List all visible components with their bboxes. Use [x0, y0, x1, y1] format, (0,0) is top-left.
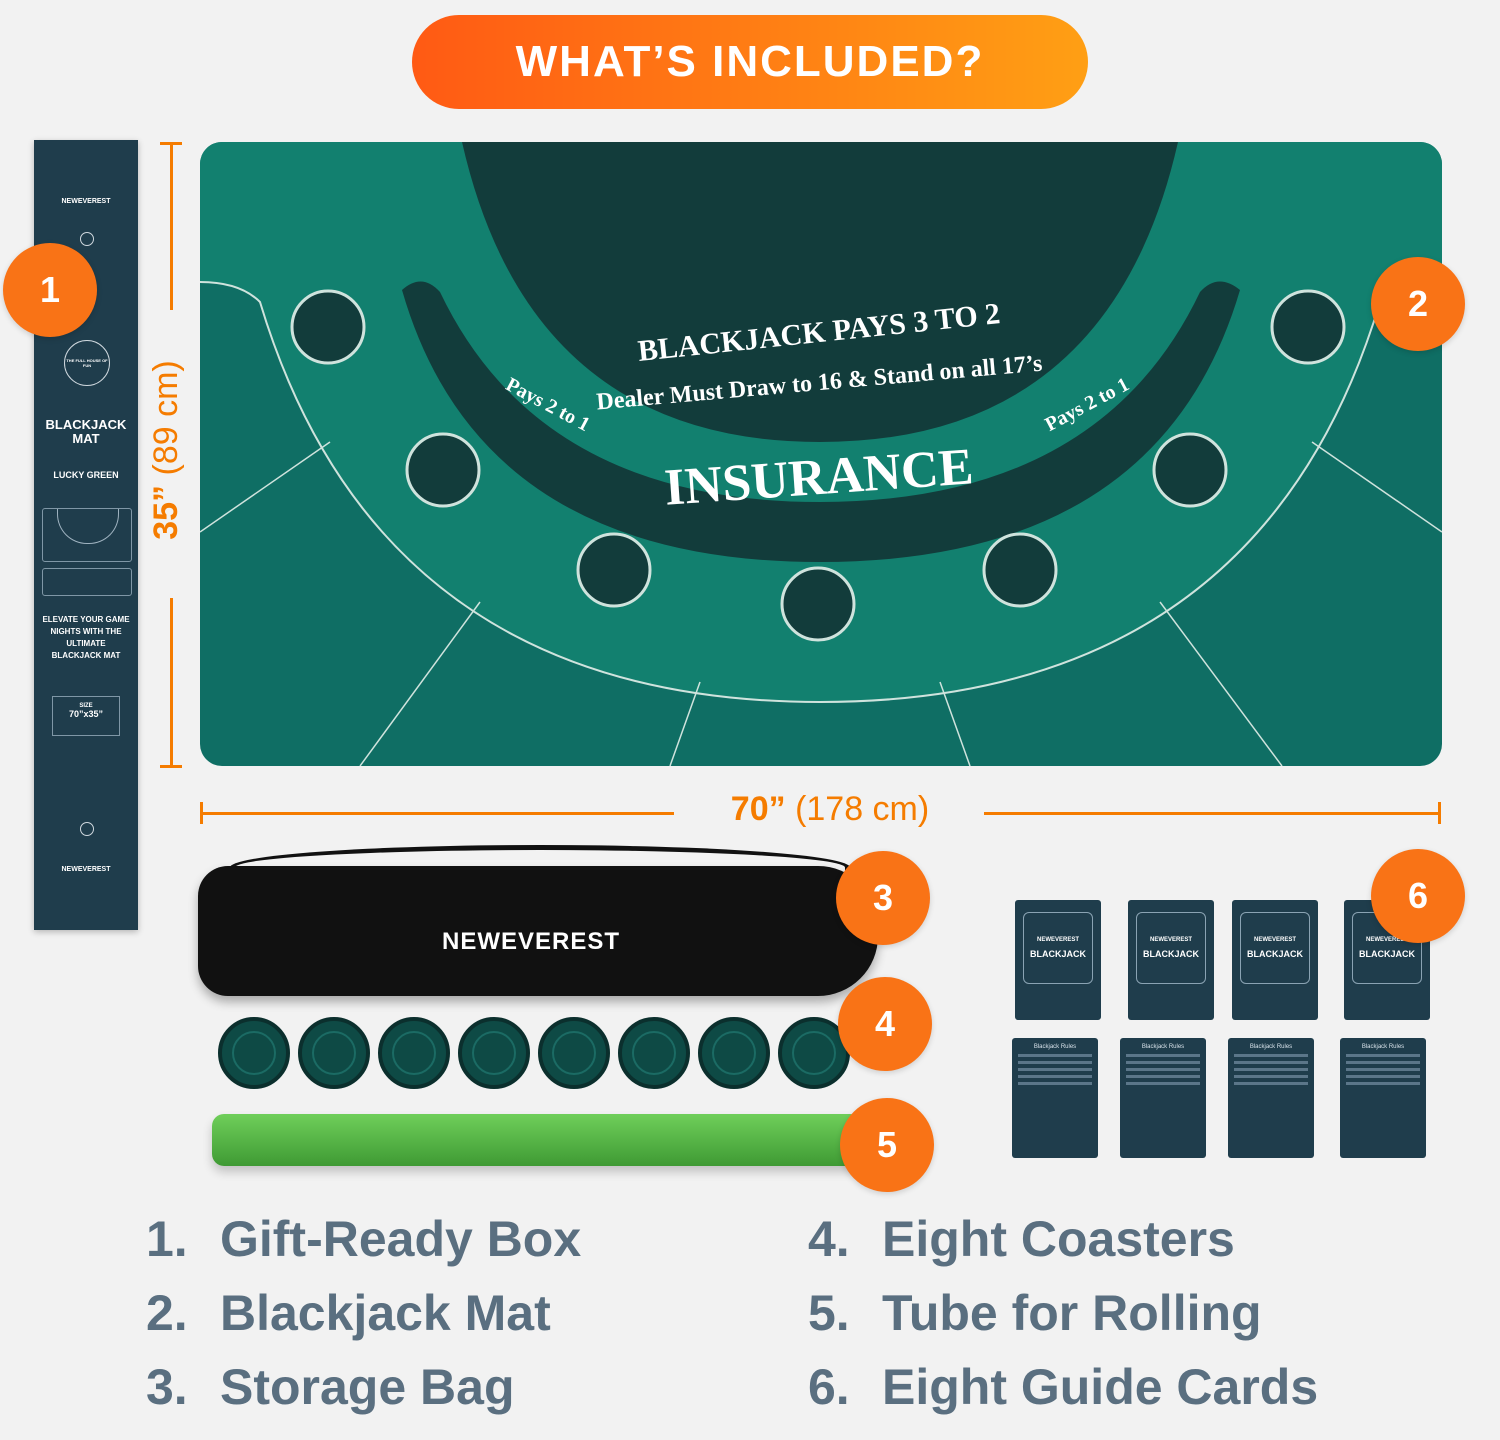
badge-6: 6 — [1371, 849, 1465, 943]
list-item-label: Eight Coasters — [882, 1211, 1235, 1267]
height-tick-bottom — [160, 765, 182, 768]
badge-1: 1 — [3, 243, 97, 337]
coaster — [698, 1017, 770, 1089]
list-item-number: 2. — [146, 1285, 188, 1341]
width-line-left — [200, 812, 674, 815]
height-main: 35” — [147, 484, 185, 540]
rules-card-title: Blackjack Rules — [1361, 1044, 1405, 1050]
rules-card-title: Blackjack Rules — [1141, 1044, 1185, 1050]
box-bag-thumbnail — [42, 568, 132, 596]
height-line-top — [170, 142, 173, 310]
coaster — [218, 1017, 290, 1089]
rules-card: Blackjack Rules — [1120, 1038, 1206, 1158]
blackjack-mat: BLACKJACK PAYS 3 TO 2 Dealer Must Draw t… — [200, 142, 1442, 766]
list-item-number: 1. — [146, 1211, 188, 1267]
box-brand: NEWEVEREST — [61, 198, 111, 205]
width-main: 70” — [730, 790, 786, 828]
card-label: BLACKJACK — [1143, 949, 1199, 959]
rules-card-title: Blackjack Rules — [1249, 1044, 1293, 1050]
box-brand-bottom: NEWEVEREST — [61, 866, 111, 873]
list-item: 4. Eight Coasters — [808, 1210, 1235, 1268]
card-brand: NEWEVEREST — [1253, 937, 1296, 943]
badge-3: 3 — [836, 851, 930, 945]
list-item-number: 3. — [146, 1359, 188, 1415]
badge-5: 5 — [840, 1098, 934, 1192]
list-item-label: Tube for Rolling — [882, 1285, 1262, 1341]
box-title: BLACKJACK MAT — [45, 417, 127, 446]
list-item-number: 4. — [808, 1211, 850, 1267]
list-item-label: Gift-Ready Box — [220, 1211, 582, 1267]
height-label: 35” (89 cm) — [147, 280, 187, 620]
box-size-panel: SIZE 70”x35” — [52, 696, 120, 736]
compass-icon-bottom — [80, 822, 94, 836]
rules-card: Blackjack Rules — [1228, 1038, 1314, 1158]
list-item-label: Storage Bag — [220, 1359, 515, 1415]
card-brand: NEWEVEREST — [1365, 937, 1408, 943]
card-brand: NEWEVEREST — [1149, 937, 1192, 943]
list-item: 5. Tube for Rolling — [808, 1284, 1262, 1342]
list-item: 3. Storage Bag — [146, 1358, 515, 1416]
rules-card: Blackjack Rules — [1012, 1038, 1098, 1158]
compass-icon — [80, 232, 94, 246]
badge-2: 2 — [1371, 257, 1465, 351]
width-metric: (178 cm) — [795, 790, 930, 828]
guide-card: NEWEVEREST BLACKJACK — [1015, 900, 1101, 1020]
height-tick-top — [160, 142, 182, 145]
height-line-bottom — [170, 598, 173, 766]
coaster — [378, 1017, 450, 1089]
list-item-number: 6. — [808, 1359, 850, 1415]
box-subtitle: LUCKY GREEN — [53, 470, 119, 480]
header-pill: WHAT’S INCLUDED? — [412, 15, 1088, 109]
card-label: BLACKJACK — [1247, 949, 1303, 959]
box-size-label: SIZE — [79, 703, 93, 709]
list-item: 6. Eight Guide Cards — [808, 1358, 1318, 1416]
coaster — [298, 1017, 370, 1089]
list-item-number: 5. — [808, 1285, 850, 1341]
box-tagline: ELEVATE YOUR GAME NIGHTS WITH THE ULTIMA… — [42, 615, 130, 660]
box-seal: THE FULL HOUSE OF FUN — [64, 340, 110, 386]
rules-card: Blackjack Rules — [1340, 1038, 1426, 1158]
width-tick-right — [1438, 802, 1441, 824]
list-item-label: Eight Guide Cards — [882, 1359, 1319, 1415]
height-metric: (89 cm) — [147, 360, 185, 476]
coaster — [538, 1017, 610, 1089]
badge-4: 4 — [838, 977, 932, 1071]
coaster — [458, 1017, 530, 1089]
rolling-tube — [212, 1114, 862, 1166]
list-item-label: Blackjack Mat — [220, 1285, 551, 1341]
card-label: BLACKJACK — [1030, 949, 1086, 959]
box-mat-thumbnail — [42, 508, 132, 562]
guide-card: NEWEVEREST BLACKJACK — [1128, 900, 1214, 1020]
rules-card-title: Blackjack Rules — [1033, 1044, 1077, 1050]
bag-strap — [230, 845, 850, 890]
box-size-value: 70”x35” — [68, 709, 104, 719]
guide-card: NEWEVEREST BLACKJACK — [1232, 900, 1318, 1020]
card-label: BLACKJACK — [1359, 949, 1415, 959]
card-brand: NEWEVEREST — [1036, 937, 1079, 943]
coaster — [618, 1017, 690, 1089]
bag-brand: NEWEVEREST — [442, 928, 621, 955]
betting-circles — [290, 289, 1346, 642]
width-tick-left — [200, 802, 203, 824]
width-line-right — [984, 812, 1440, 815]
width-label: 70” (178 cm) — [680, 790, 980, 829]
list-item: 2. Blackjack Mat — [146, 1284, 551, 1342]
list-item: 1. Gift-Ready Box — [146, 1210, 581, 1268]
